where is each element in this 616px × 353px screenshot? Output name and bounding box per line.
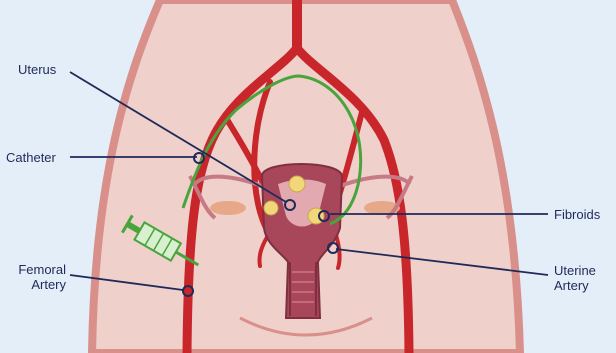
fibroid: [308, 208, 324, 224]
femoral-artery-label: Femoral Artery: [6, 262, 66, 292]
fibroid: [289, 176, 305, 192]
fibroids-label: Fibroids: [554, 207, 600, 222]
catheter-label: Catheter: [6, 150, 56, 165]
left-ovary: [210, 201, 246, 215]
uterine-artery-label: Uterine Artery: [554, 263, 596, 293]
uterus-label: Uterus: [18, 62, 56, 77]
fibroid: [264, 201, 278, 215]
